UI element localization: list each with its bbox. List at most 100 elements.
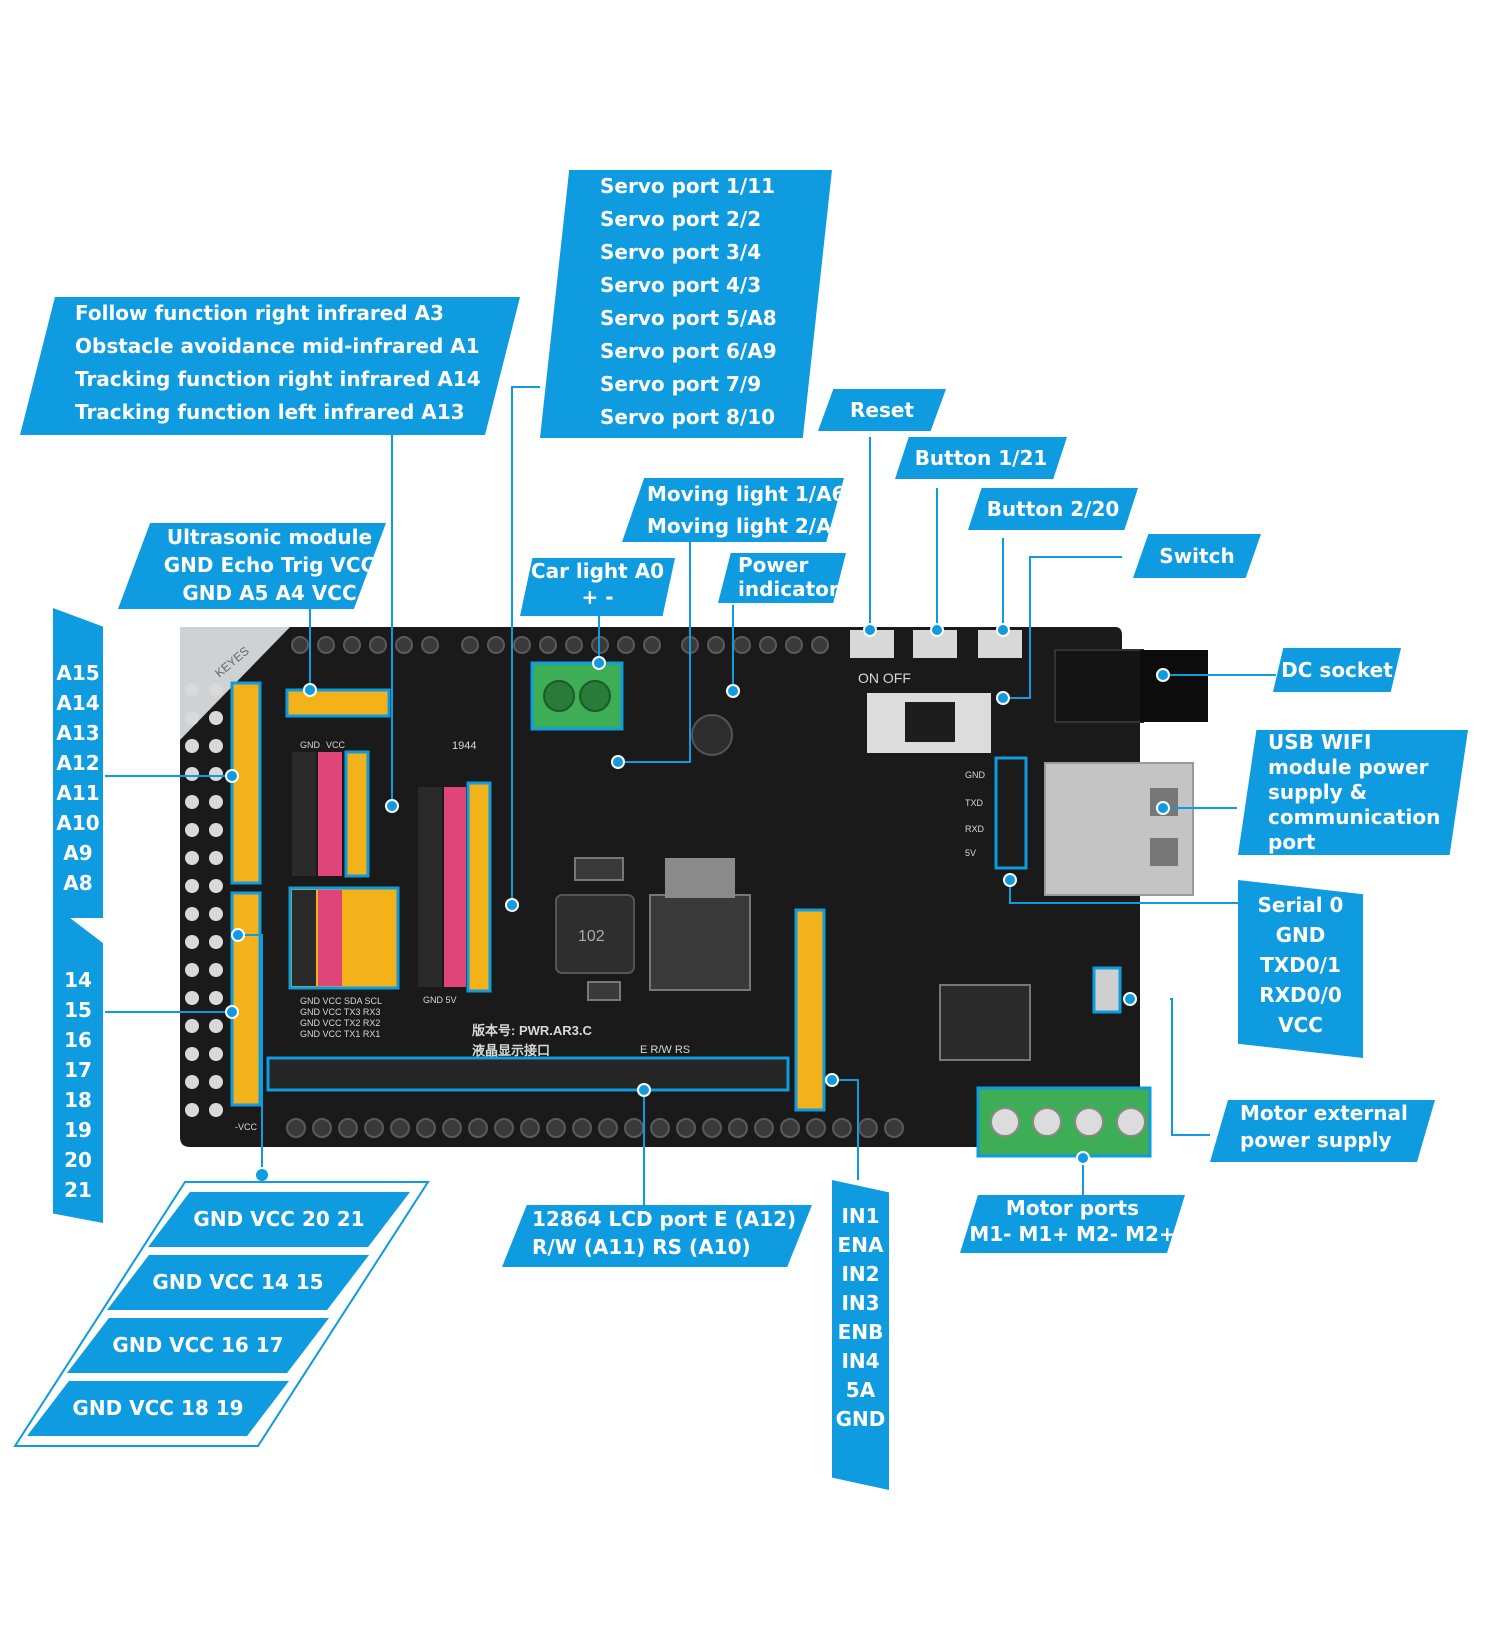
- driver-gnd: GND: [835, 1407, 886, 1431]
- driver-in2: IN2: [841, 1262, 880, 1286]
- silk-uart-5v: 5V: [965, 848, 977, 858]
- power-indicator-word2: indicator: [738, 577, 839, 601]
- silk-header-vcc: VCC: [326, 740, 346, 750]
- silk-chip-id: 1944: [452, 740, 477, 752]
- servo-ports-label: Servo port 1/11 Servo port 2/2 Servo por…: [540, 170, 832, 438]
- driver-chip: [939, 984, 1031, 1061]
- ir-pink-header: [318, 752, 342, 876]
- button2-label: Button 2/20: [968, 488, 1138, 530]
- driver-5a: 5A: [845, 1378, 876, 1402]
- analog-a9: A9: [63, 841, 93, 865]
- gndvcc-outline: [13, 1181, 430, 1447]
- analog-a11: A11: [56, 781, 100, 805]
- servo-black-header: [418, 787, 442, 987]
- ultrasonic-mapping: GND A5 A4 VCC: [182, 581, 357, 605]
- infrared-follow: Follow function right infrared A3: [75, 301, 444, 325]
- servo-port-8: Servo port 8/10: [600, 405, 776, 429]
- ir-yellow-header: [344, 750, 370, 878]
- silk-sda-row4: GND VCC TX1 RX1: [300, 1029, 381, 1039]
- digital-16: 16: [64, 1028, 92, 1052]
- silk-uart-gnd: GND: [965, 770, 985, 780]
- usb-wifi-line5: port: [1268, 830, 1316, 854]
- pcb-body: [180, 627, 1140, 1147]
- servo-port-5: Servo port 5/A8: [600, 306, 777, 330]
- driver-header: [794, 908, 826, 1112]
- motor-ports-pins: M1- M1+ M2- M2+: [969, 1222, 1176, 1246]
- digital-18: 18: [64, 1088, 92, 1112]
- usb-wifi-line2: module power: [1268, 755, 1429, 779]
- i2c-grid-pink: [318, 890, 342, 986]
- digital-14: 14: [64, 968, 92, 992]
- voltage-regulator: [649, 894, 751, 991]
- silk-sda-row1: GND VCC SDA SCL: [300, 996, 383, 1006]
- moving-light-label: Moving light 1/A6 Moving light 2/A7: [622, 478, 844, 542]
- switch-slider: [905, 702, 955, 742]
- dc-socket-text: DC socket: [1281, 658, 1393, 682]
- usb-wifi-label: USB WIFI module power supply & communica…: [1238, 730, 1468, 855]
- analog-a13: A13: [56, 721, 100, 745]
- digital-20: 20: [64, 1148, 92, 1172]
- silk-gnd-5v: GND 5V: [423, 995, 457, 1005]
- dc-socket: [1054, 649, 1144, 723]
- silk-header-gnd: GND: [300, 740, 320, 750]
- analog-a14: A14: [56, 691, 100, 715]
- analog-a10: A10: [56, 811, 100, 835]
- serial0-rxd: RXD0/0: [1259, 983, 1342, 1007]
- gndvcc-row-1-text: GND VCC 20 21: [193, 1207, 365, 1231]
- serial0-gnd: GND: [1275, 923, 1326, 947]
- capacitor-small: [587, 981, 621, 1001]
- button2-text: Button 2/20: [986, 497, 1120, 521]
- button1-label: Button 1/21: [895, 437, 1067, 479]
- inductor: [691, 714, 733, 756]
- gndvcc-row-4-text: GND VCC 18 19: [72, 1396, 244, 1420]
- digital-21: 21: [64, 1178, 92, 1202]
- infrared-track-right: Tracking function right infrared A14: [75, 367, 481, 391]
- silk-uart-txd: TXD: [965, 798, 983, 808]
- silk-sda-row2: GND VCC TX3 RX3: [300, 1007, 381, 1017]
- lcd-line1: 12864 LCD port E (A12): [532, 1207, 797, 1231]
- motor-ext-line2: power supply: [1240, 1128, 1392, 1152]
- servo-port-2: Servo port 2/2: [600, 207, 762, 231]
- driver-in3: IN3: [841, 1291, 880, 1315]
- serial0-title: Serial 0: [1257, 893, 1344, 917]
- serial0-txd: TXD0/1: [1260, 953, 1341, 977]
- button1-text: Button 1/21: [914, 446, 1048, 470]
- serial0-vcc: VCC: [1278, 1013, 1323, 1037]
- lcd-label: 12864 LCD port E (A12) R/W (A11) RS (A10…: [502, 1205, 812, 1267]
- car-light-title: Car light A0: [530, 559, 665, 583]
- gndvcc-row-1: GND VCC 20 21: [148, 1192, 410, 1247]
- gndvcc-row-3-text: GND VCC 16 17: [112, 1333, 284, 1357]
- power-inductor: [555, 894, 635, 974]
- gndvcc-row-3: GND VCC 16 17: [67, 1318, 329, 1373]
- usb-wifi-line4: communication: [1268, 805, 1441, 829]
- silk-inductor: 102: [578, 928, 605, 945]
- servo-port-3: Servo port 3/4: [600, 240, 762, 264]
- servo-pink-header: [444, 787, 466, 987]
- serial0-header: [1092, 966, 1122, 1014]
- car-light-label: Car light A0 + -: [520, 558, 675, 616]
- i2c-grid-black: [292, 890, 316, 986]
- analog-a8: A8: [63, 871, 93, 895]
- analog-header: [230, 681, 262, 885]
- motor-ports-label: Motor ports M1- M1+ M2- M2+: [960, 1195, 1185, 1253]
- silk-uart-rxd: RXD: [965, 824, 985, 834]
- ultrasonic-title: Ultrasonic module: [166, 525, 373, 549]
- analog-a15: A15: [56, 661, 100, 685]
- regulator-legs: [665, 858, 735, 898]
- silk-lcd-text: 液晶显示接口: [472, 1043, 551, 1058]
- gndvcc-row-2-text: GND VCC 14 15: [152, 1270, 324, 1294]
- digital-17: 17: [64, 1058, 92, 1082]
- diode: [574, 857, 624, 881]
- usb-wifi-line1: USB WIFI: [1268, 730, 1372, 754]
- power-indicator-word1: Power: [738, 553, 809, 577]
- moving-light-1: Moving light 1/A6: [647, 482, 846, 506]
- servo-port-7: Servo port 7/9: [600, 372, 762, 396]
- ultrasonic-pins: GND Echo Trig VCC: [163, 553, 376, 577]
- car-light-polarity: + -: [581, 585, 614, 609]
- driver-in4: IN4: [841, 1349, 880, 1373]
- left-pad-columns: [185, 683, 223, 1117]
- switch-text: Switch: [1159, 544, 1235, 568]
- power-indicator-label: Power indicator: [718, 553, 846, 603]
- reset-label: Reset: [818, 389, 946, 431]
- infrared-track-left: Tracking function left infrared A13: [75, 400, 465, 424]
